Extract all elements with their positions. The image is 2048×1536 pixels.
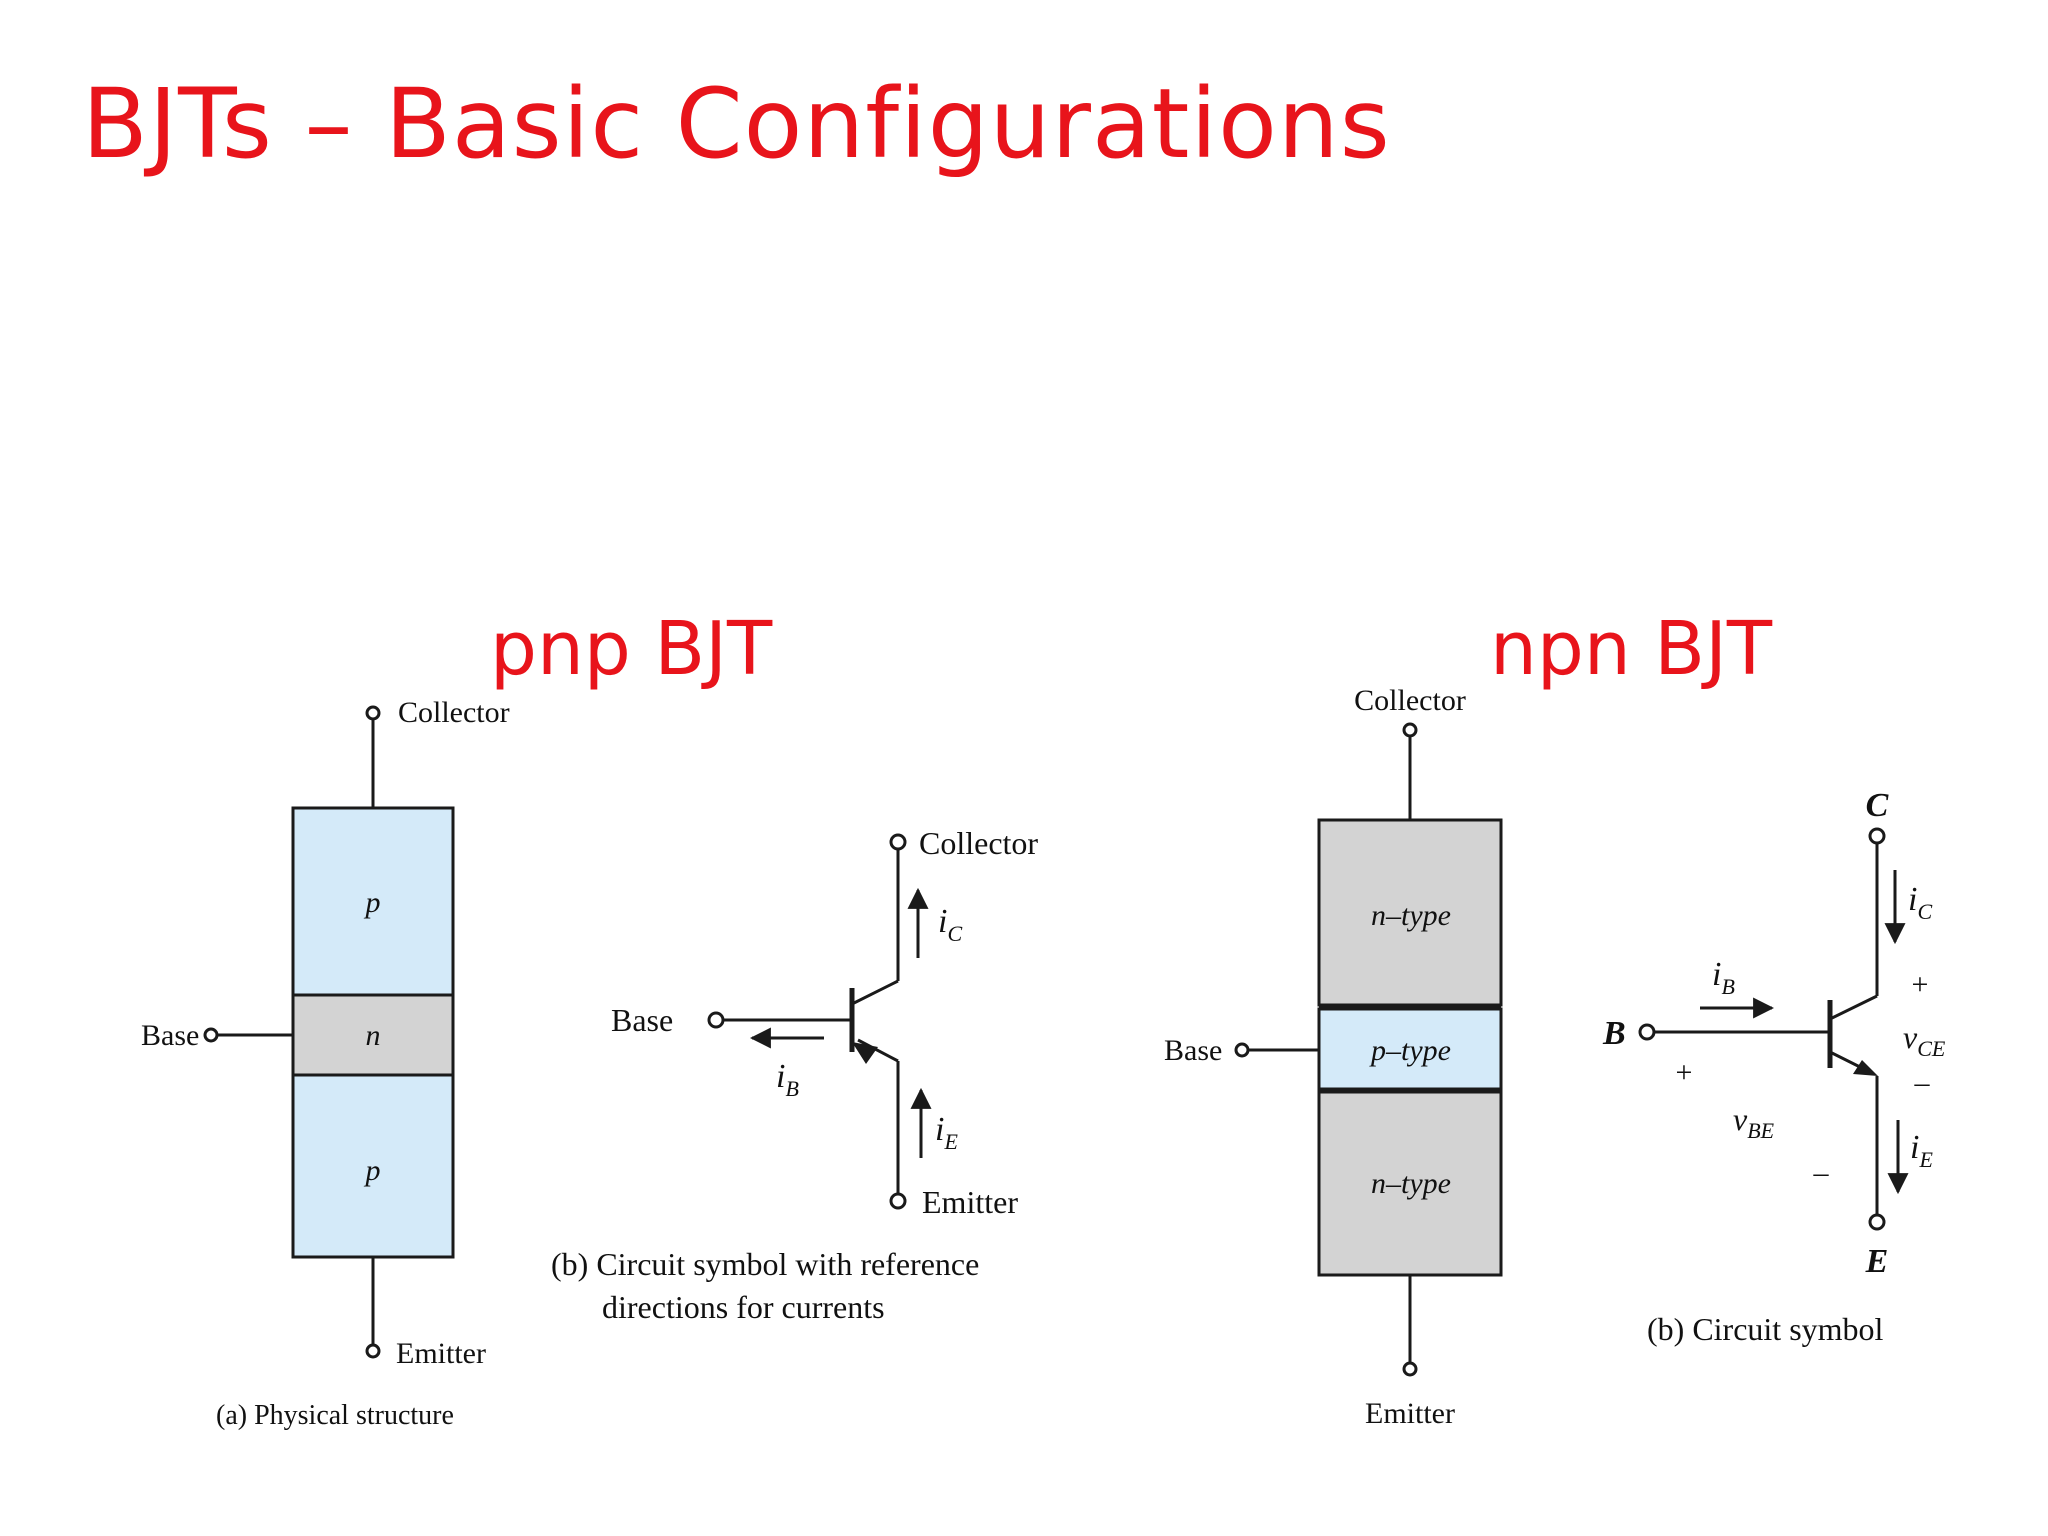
npn-heading: npn BJT	[1490, 606, 1773, 692]
npn-sym-b-label: B	[1602, 1015, 1626, 1052]
npn-phys-base-label: Base	[1164, 1034, 1222, 1067]
npn-sym-caption: (b) Circuit symbol	[1647, 1311, 1884, 1347]
pnp-phys-middle-region-label: n	[366, 1019, 381, 1052]
npn-phys-middle-p-region	[1317, 1007, 1503, 1091]
npn-phys-top-n-region	[1317, 818, 1503, 1007]
pnp-sym-emitter-branch	[857, 1038, 899, 1063]
npn-phys-emitter-terminal	[1402, 1361, 1418, 1377]
pnp-phys-emitter-terminal	[365, 1343, 381, 1359]
pnp-phys-top-p-region	[291, 806, 455, 997]
pnp-sym-emitter-terminal	[889, 1192, 907, 1210]
pnp-physical-structure	[203, 705, 455, 1359]
pnp-ic-label: iC	[938, 903, 962, 946]
npn-phys-collector-terminal	[1402, 722, 1418, 738]
npn-sym-c-label: C	[1866, 787, 1889, 824]
npn-ib-label: iB	[1712, 956, 1735, 999]
pnp-phys-top-region-label: p	[364, 886, 381, 919]
pnp-sym-caption-line2: directions for currents	[602, 1289, 885, 1325]
pnp-sym-caption-line1: (b) Circuit symbol with reference	[551, 1246, 979, 1282]
npn-sym-emitter-arrowhead	[1853, 1060, 1878, 1076]
npn-phys-bottom-n-region	[1317, 1090, 1503, 1277]
pnp-phys-base-terminal	[203, 1027, 219, 1043]
npn-sym-b-terminal	[1638, 1023, 1656, 1041]
slide-title: BJTs – Basic Configurations	[82, 68, 1391, 180]
pnp-ib-label: iB	[776, 1058, 799, 1101]
npn-sym-e-terminal	[1868, 1213, 1886, 1231]
npn-ic-label: iC	[1908, 881, 1932, 924]
npn-vbe-plus: +	[1676, 1056, 1693, 1089]
pnp-sym-base-terminal	[707, 1011, 725, 1029]
npn-sym-c-terminal	[1868, 827, 1886, 845]
pnp-phys-collector-terminal	[365, 705, 381, 721]
pnp-sym-emitter-label: Emitter	[922, 1184, 1018, 1220]
pnp-ie-label: iE	[935, 1111, 958, 1154]
npn-vce-plus: +	[1912, 968, 1929, 1001]
npn-sym-e-branch	[1829, 1050, 1863, 1070]
pnp-phys-emitter-label: Emitter	[396, 1337, 486, 1370]
pnp-sym-base-label: Base	[611, 1002, 673, 1038]
npn-vce-label: vCE	[1903, 1019, 1946, 1061]
npn-phys-top-region-label: n–type	[1371, 899, 1451, 932]
pnp-sym-collector-label: Collector	[919, 825, 1038, 861]
pnp-phys-caption: (a) Physical structure	[216, 1400, 454, 1431]
npn-ie-label: iE	[1910, 1129, 1933, 1172]
npn-vbe-label: vBE	[1733, 1101, 1775, 1143]
npn-phys-emitter-label: Emitter	[1365, 1397, 1455, 1430]
pnp-sym-collector-branch	[851, 979, 899, 1006]
pnp-phys-bottom-region-label: p	[364, 1154, 381, 1187]
pnp-sym-collector-terminal	[889, 833, 907, 851]
npn-vbe-minus: –	[1813, 1156, 1830, 1189]
npn-sym-e-label: E	[1865, 1243, 1889, 1280]
npn-vce-minus: –	[1914, 1066, 1931, 1099]
pnp-phys-collector-label: Collector	[398, 696, 510, 729]
npn-circuit-symbol	[1638, 827, 1909, 1231]
pnp-heading: pnp BJT	[490, 606, 773, 692]
npn-sym-c-branch	[1829, 994, 1878, 1021]
npn-phys-base-terminal	[1234, 1042, 1250, 1058]
npn-phys-collector-label: Collector	[1354, 684, 1466, 717]
pnp-phys-base-label: Base	[141, 1019, 199, 1052]
npn-phys-bottom-region-label: n–type	[1371, 1167, 1451, 1200]
pnp-sym-emitter-arrowhead	[852, 1042, 878, 1064]
npn-physical-structure	[1234, 722, 1503, 1377]
npn-phys-middle-region-label: p–type	[1369, 1034, 1451, 1067]
pnp-circuit-symbol	[707, 833, 932, 1210]
